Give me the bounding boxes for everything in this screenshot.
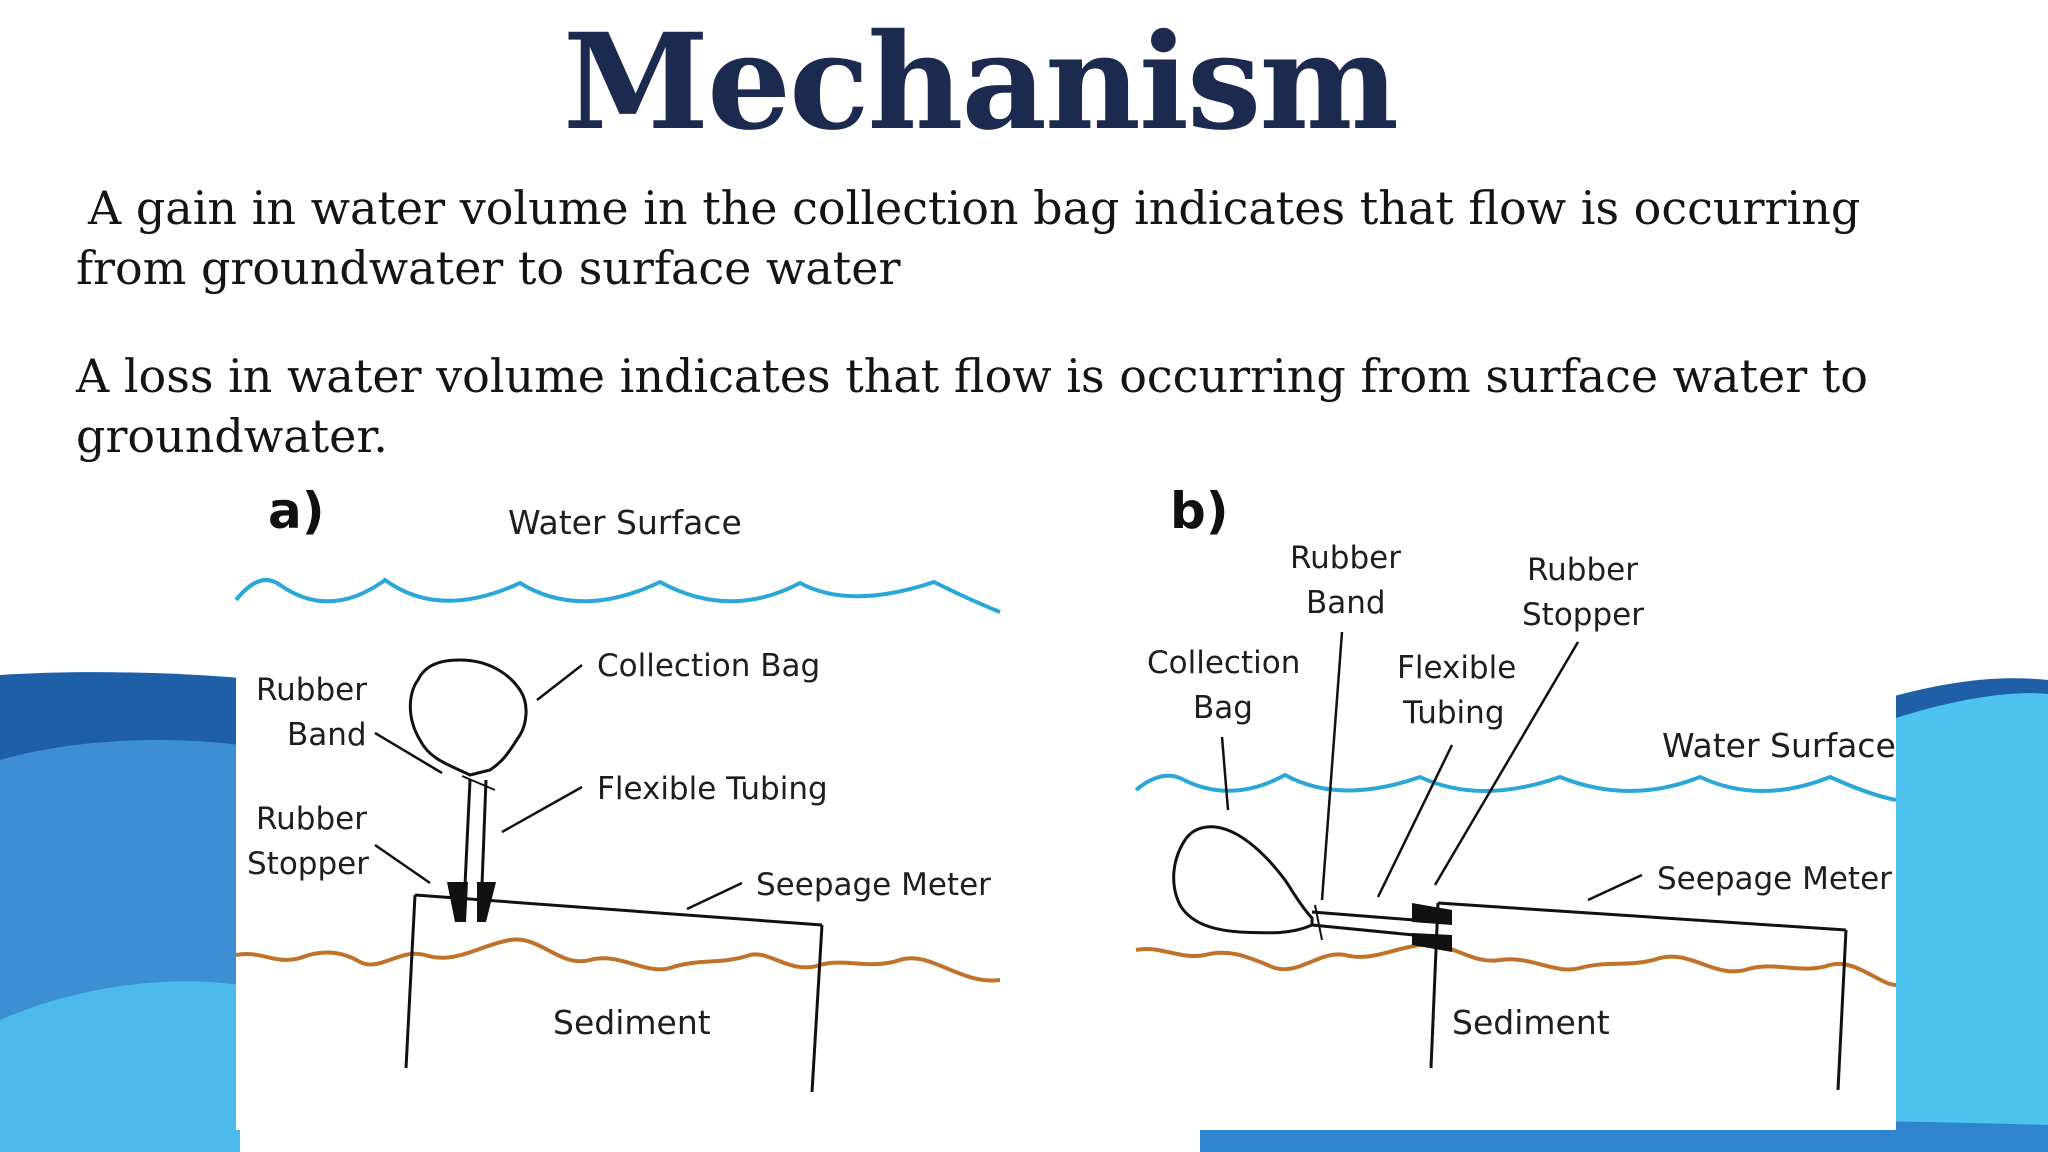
diagram-a-flexible-tubing-label: Flexible Tubing bbox=[597, 771, 828, 807]
diagram-a-rubber-stopper-label-2: Stopper bbox=[247, 846, 369, 882]
diagram-a-panel-label: a) bbox=[268, 482, 325, 540]
page-title: Mechanism bbox=[562, 5, 1399, 160]
diagram-b-leader-collection-bag bbox=[1220, 736, 1230, 811]
diagram-a-tube-right bbox=[480, 779, 488, 886]
diagram-a-leader-rubber-band bbox=[374, 731, 443, 775]
diagram-b-meter-left-wall bbox=[1429, 902, 1440, 1069]
figure-background bbox=[236, 470, 1896, 1130]
diagram-b-rubber-band-label-1: Rubber bbox=[1290, 540, 1401, 576]
paragraph-gain-line-2: from groundwater to surface water bbox=[76, 241, 901, 295]
diagram-a-rubber-stopper-label-1: Rubber bbox=[256, 801, 367, 837]
diagram-b-rubber-stopper-label-2: Stopper bbox=[1522, 597, 1644, 633]
diagram-b-leader-rubber-band bbox=[1320, 631, 1344, 901]
diagram-b-leader-flexible-tubing bbox=[1376, 744, 1454, 898]
paragraph-loss-line-1: A loss in water volume indicates that fl… bbox=[76, 349, 1868, 403]
paragraph-loss-line-2: groundwater. bbox=[76, 409, 388, 463]
diagram-b-rubber-band bbox=[1314, 904, 1323, 941]
diagram-b-rubber-stopper bbox=[1412, 903, 1452, 952]
diagram-b-meter-right-wall bbox=[1836, 929, 1848, 1091]
diagram-b-flexible-tubing-label-1: Flexible bbox=[1397, 650, 1516, 686]
diagram-b-sediment-label: Sediment bbox=[1452, 1003, 1610, 1042]
diagram-b-leader-rubber-stopper bbox=[1433, 641, 1580, 886]
diagram-b-collection-bag bbox=[1172, 825, 1314, 935]
diagram-b-meter-top bbox=[1437, 901, 1847, 932]
diagram-b-rubber-band-label-2: Band bbox=[1306, 585, 1386, 621]
diagram-a-water-surface-label: Water Surface bbox=[508, 503, 742, 542]
diagram-a-water-line bbox=[234, 577, 1001, 614]
diagram-a: a) Water Surface Collection Bag bbox=[234, 482, 1001, 1093]
diagram-b-water-line bbox=[1134, 772, 1897, 802]
diagram-a-rubber-band-label-1: Rubber bbox=[256, 672, 367, 708]
diagram-b-sediment-line bbox=[1135, 942, 1897, 987]
paragraph-gain-line-1: A gain in water volume in the collection… bbox=[88, 181, 1861, 235]
diagram-a-meter-right-wall bbox=[810, 924, 824, 1093]
diagram-b-collection-bag-label-2: Bag bbox=[1193, 690, 1253, 726]
diagram-a-rubber-stopper bbox=[447, 882, 496, 922]
diagram-a-rubber-band-label-2: Band bbox=[287, 717, 367, 753]
diagram-b-water-surface-label: Water Surface bbox=[1662, 726, 1896, 765]
diagram-b: b) Rubber Band Rubber bbox=[1134, 482, 1897, 1091]
diagram-a-seepage-meter-label: Seepage Meter bbox=[756, 867, 991, 903]
diagram-b-tube-top bbox=[1311, 910, 1415, 922]
diagram-a-leader-collection-bag bbox=[536, 664, 583, 701]
paragraph-loss: A loss in water volume indicates that fl… bbox=[76, 346, 1916, 466]
right-wave-light bbox=[1890, 693, 2048, 1152]
diagram-a-leader-seepage-meter bbox=[686, 881, 743, 911]
diagram-b-flexible-tubing-label-2: Tubing bbox=[1402, 695, 1505, 731]
diagram-a-meter-left-wall bbox=[404, 894, 417, 1069]
paragraph-gain: A gain in water volume in the collection… bbox=[76, 178, 1916, 298]
left-wave-light bbox=[0, 981, 240, 1152]
diagram-a-sediment-label: Sediment bbox=[553, 1003, 711, 1042]
diagram-a-tube-left bbox=[463, 779, 472, 886]
diagram-a-sediment-line bbox=[235, 937, 1001, 983]
diagram-b-rubber-stopper-label-1: Rubber bbox=[1527, 552, 1638, 588]
diagram-b-collection-bag-label-1: Collection bbox=[1147, 645, 1300, 681]
diagram-a-leader-rubber-stopper bbox=[374, 843, 431, 885]
diagram-a-leader-flexible-tubing bbox=[501, 785, 583, 834]
diagram-a-rubber-band bbox=[461, 775, 496, 791]
diagram-b-tube-bottom bbox=[1311, 923, 1415, 937]
diagram-b-panel-label: b) bbox=[1170, 482, 1229, 540]
diagram-b-seepage-meter-label: Seepage Meter bbox=[1657, 861, 1892, 897]
diagram-a-collection-bag bbox=[408, 658, 528, 777]
diagram-a-collection-bag-label: Collection Bag bbox=[597, 648, 820, 684]
diagram-b-leader-seepage-meter bbox=[1587, 873, 1643, 902]
